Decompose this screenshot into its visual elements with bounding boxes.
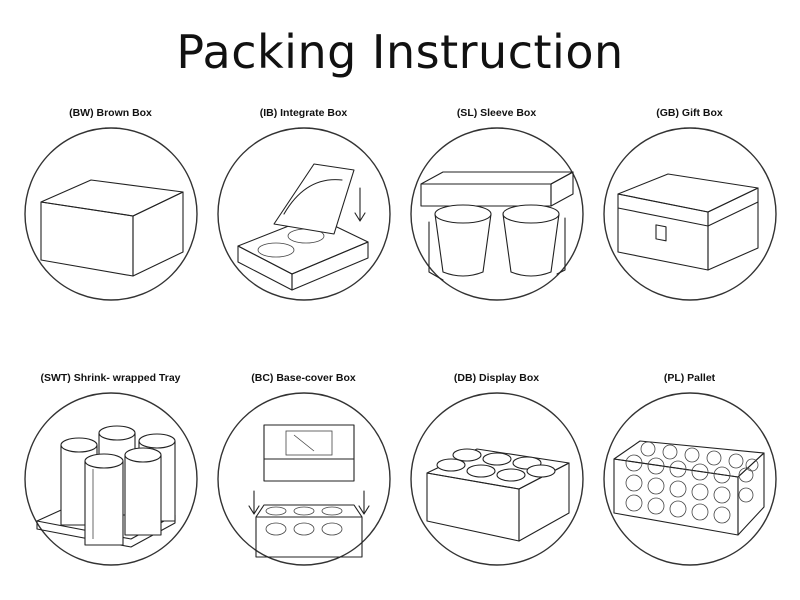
packing-option-label: (IB) Integrate Box (259, 107, 348, 119)
display-box-illustration (409, 392, 584, 566)
packing-option-label: (BC) Base-cover Box (251, 372, 356, 384)
packing-option-pallet: (PL) Pallet (593, 371, 786, 596)
packing-option-display-box: (DB) Display Box (400, 371, 593, 596)
gift-box-illustration (602, 127, 777, 301)
packing-options-grid: (BW) Brown Box (IB) Integrate Box (14, 106, 786, 596)
packing-option-gift-box: (GB) Gift Box (593, 106, 786, 371)
packing-option-label: (BW) Brown Box (69, 107, 152, 119)
packing-option-label: (PL) Pallet (663, 372, 716, 384)
packing-option-integrate-box: (IB) Integrate Box (207, 106, 400, 371)
packing-option-label: (DB) Display Box (453, 372, 540, 384)
packing-option-sleeve-box: (SL) Sleeve Box (400, 106, 593, 371)
packing-option-shrink-wrapped-tray: (SWT) Shrink- wrapped Tray (14, 371, 207, 596)
page-title: Packing Instruction (176, 25, 624, 79)
integrate-box-illustration (216, 127, 391, 301)
brown-box-illustration (23, 127, 198, 301)
packing-option-base-cover-box: (BC) Base-cover Box (207, 371, 400, 596)
packing-option-label: (GB) Gift Box (656, 107, 723, 119)
shrink-wrapped-tray-illustration (23, 392, 198, 566)
base-cover-box-illustration (216, 392, 391, 566)
sleeve-box-illustration (409, 127, 584, 301)
packing-option-label: (SL) Sleeve Box (456, 107, 537, 119)
packing-option-brown-box: (BW) Brown Box (14, 106, 207, 371)
pallet-illustration (602, 392, 777, 566)
packing-option-label: (SWT) Shrink- wrapped Tray (40, 372, 181, 384)
